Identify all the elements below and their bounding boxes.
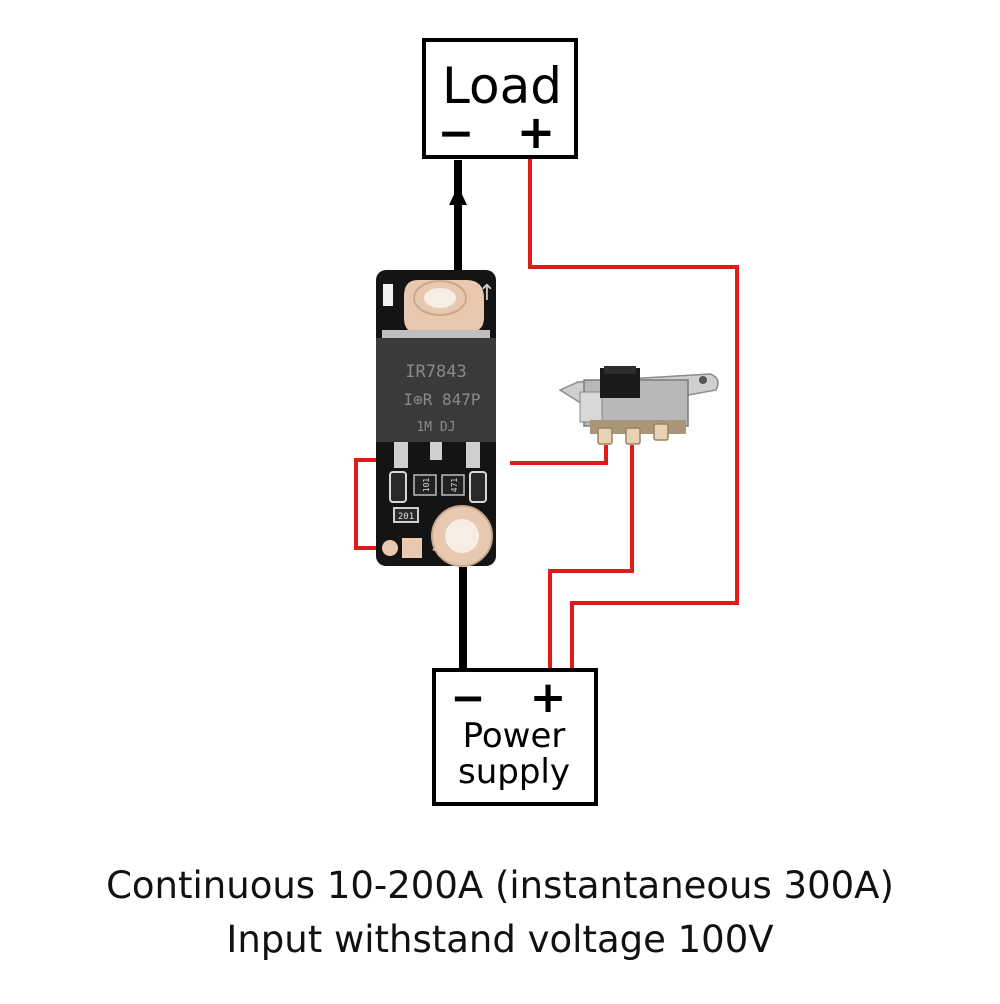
resistor-201-label: 201 (398, 512, 414, 522)
smd-components: 101 471 201 (389, 471, 487, 523)
slide-switch (558, 366, 719, 445)
arrow-up-icon (449, 186, 467, 205)
load-box: Load − + (422, 38, 578, 159)
pcb-plus-label: + (431, 537, 448, 561)
resistor-101 (413, 474, 437, 496)
power-minus: − (450, 673, 485, 722)
wire-pcb-to-switch (510, 445, 608, 465)
bottom-terminal-pad (431, 505, 493, 567)
power-supply-box: − + Power supply (432, 668, 598, 806)
mosfet-module: ↑ IR7843 I⊕R 847P 1M DJ 101 471 201 (376, 270, 496, 567)
caption-current-rating: Continuous 10-200A (instantaneous 300A) (106, 864, 894, 907)
switch-pins (597, 423, 669, 445)
mosfet-tab (382, 330, 490, 340)
resistor-101-label: 101 (422, 478, 431, 493)
black-wires (454, 160, 467, 670)
wire-load-plus-to-switch (528, 155, 739, 672)
load-label: Load (442, 57, 562, 115)
mosfet-chip (376, 338, 496, 442)
wire-pcb-bridge (354, 458, 380, 550)
mosfet-pins (394, 442, 480, 468)
resistor-201 (393, 507, 419, 523)
power-plus: + (530, 672, 567, 723)
chip-marking-2: I⊕R 847P (403, 390, 480, 409)
red-wires (354, 155, 739, 672)
power-label-line2: supply (458, 752, 570, 792)
power-label-line1: Power (463, 716, 566, 756)
top-terminal-pad (404, 280, 484, 333)
chip-marking-1: IR7843 (405, 362, 466, 382)
wire-switch-to-power-plus (548, 445, 634, 672)
pcb-arrow-icon: ↑ (478, 281, 496, 306)
status-led (383, 284, 393, 306)
chip-marking-3: 1M DJ (416, 420, 455, 435)
resistor-471-label: 471 (450, 478, 459, 493)
caption-voltage-rating: Input withstand voltage 100V (226, 918, 774, 961)
load-plus: + (517, 105, 556, 159)
switch-plus-pad: + (382, 537, 447, 561)
resistor-471 (441, 474, 465, 496)
load-minus: − (438, 108, 475, 159)
